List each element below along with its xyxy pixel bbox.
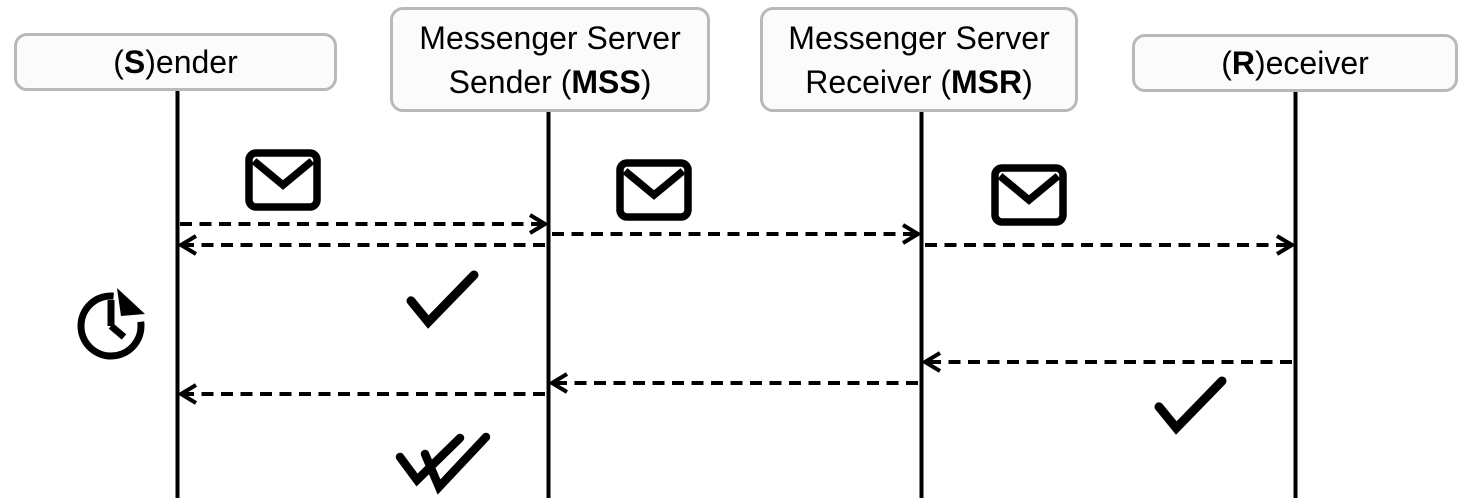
- ack-msr-to-mss: [548, 372, 918, 394]
- actor-box-sender: (S)ender: [14, 33, 337, 91]
- envelope-icon: [616, 159, 692, 221]
- message-sender-to-mss: [180, 213, 549, 235]
- actor-label-mss-line2: Sender (MSS): [448, 63, 652, 100]
- arrowhead-left-icon: [921, 351, 942, 373]
- ack-receiver-to-msr: [921, 351, 1292, 373]
- actor-box-msr: Messenger Server Receiver (MSR): [760, 7, 1078, 112]
- actor-label-msr-line2: Receiver (MSR): [805, 63, 1033, 100]
- envelope-icon: [245, 149, 321, 211]
- actor-label-mss-line1: Messenger Server: [419, 19, 681, 56]
- arrowhead-left-icon: [177, 383, 198, 405]
- actor-box-receiver: (R)eceiver: [1132, 34, 1458, 92]
- arrowhead-left-icon: [177, 234, 198, 256]
- ack-mss-to-sender: [177, 234, 545, 256]
- actor-label-sender: (S)ender: [113, 44, 238, 80]
- actor-label-receiver: (R)eceiver: [1221, 45, 1369, 81]
- clock-refresh-icon: [77, 288, 145, 360]
- check-icon: [1154, 376, 1227, 435]
- message-msr-to-receiver: [925, 234, 1296, 256]
- arrowhead-right-icon: [901, 223, 922, 245]
- delivery-ack-mss-to-sender: [177, 383, 545, 405]
- arrowhead-right-icon: [528, 213, 549, 235]
- envelope-icon: [991, 164, 1067, 226]
- actor-box-mss: Messenger Server Sender (MSS): [390, 7, 710, 112]
- check-icon: [406, 270, 479, 329]
- arrowhead-right-icon: [1275, 234, 1296, 256]
- arrowhead-left-icon: [548, 372, 569, 394]
- double-check-icon: [395, 432, 491, 495]
- message-mss-to-msr: [552, 223, 922, 245]
- actor-label-msr-line1: Messenger Server: [788, 19, 1050, 56]
